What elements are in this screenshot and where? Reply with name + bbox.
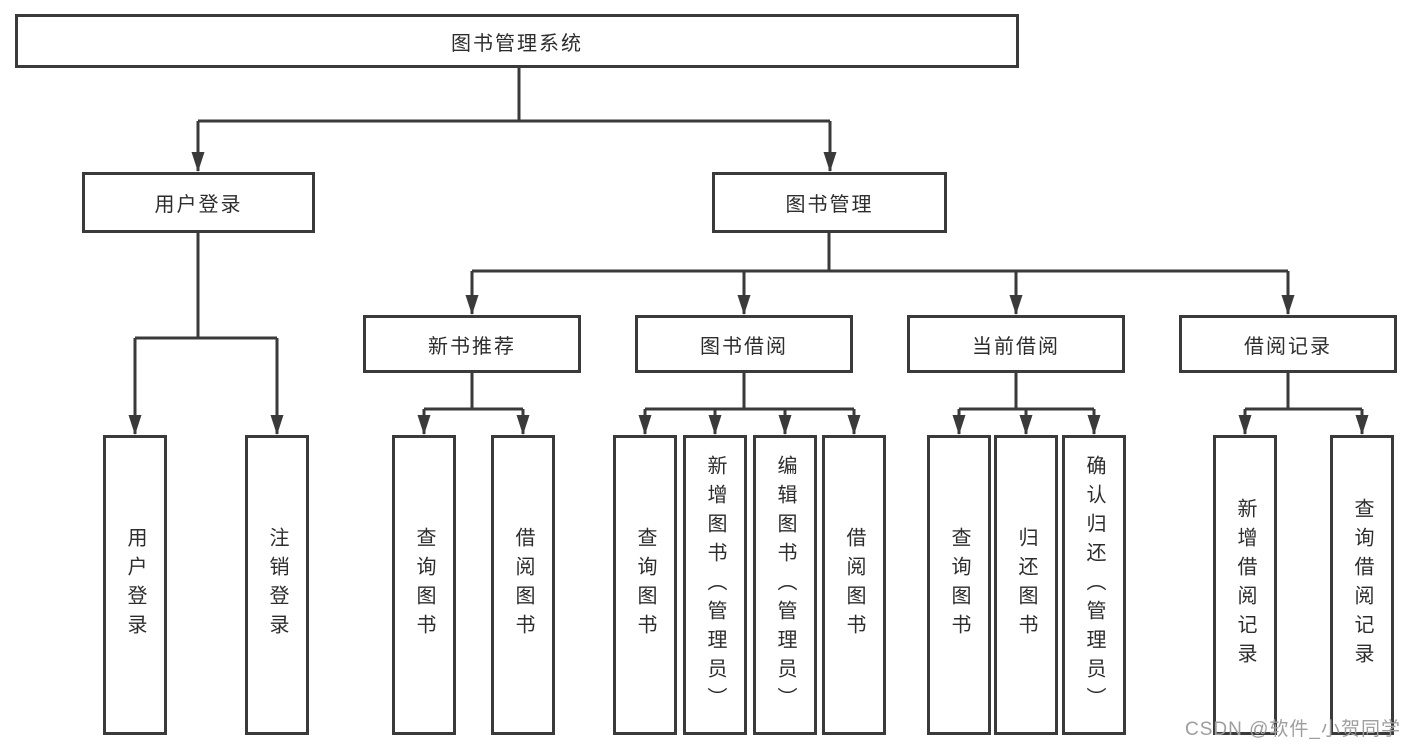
leaf-record-query-record: 查询借阅记录 [1330,435,1394,735]
node-book-borrow: 图书借阅 [635,315,853,373]
leaf-label: 新增借阅记录 [1234,498,1256,672]
leaf-label: 用户登录 [124,527,146,643]
leaf-record-add-record: 新增借阅记录 [1213,435,1277,735]
node-borrow-record: 借阅记录 [1179,315,1397,373]
node-new-book-recommend: 新书推荐 [363,315,581,373]
leaf-label: 注销登录 [266,527,288,643]
node-user-login: 用户登录 [82,172,315,233]
leaf-label: 编辑图书（管理员） [774,454,796,716]
leaf-label: 查询图书 [948,527,970,643]
leaf-borrow-add-book-admin: 新增图书（管理员） [683,435,747,735]
leaf-current-query-book: 查询图书 [927,435,991,735]
leaf-logout: 注销登录 [245,435,309,735]
leaf-label: 确认归还（管理员） [1083,454,1105,716]
leaf-label: 查询图书 [413,527,435,643]
leaf-borrow-borrow-book: 借阅图书 [822,435,886,735]
node-book-management: 图书管理 [712,172,947,233]
leaf-label: 借阅图书 [843,527,865,643]
leaf-borrow-query-book: 查询图书 [613,435,677,735]
leaf-recommend-borrow-book: 借阅图书 [491,435,555,735]
leaf-current-confirm-return-admin: 确认归还（管理员） [1062,435,1126,735]
csdn-watermark: CSDN @软件_小贺同学 [1185,719,1401,740]
leaf-borrow-edit-book-admin: 编辑图书（管理员） [753,435,817,735]
leaf-label: 查询借阅记录 [1351,498,1373,672]
node-root-system: 图书管理系统 [15,14,1019,68]
leaf-label: 查询图书 [634,527,656,643]
leaf-label: 借阅图书 [512,527,534,643]
leaf-recommend-query-book: 查询图书 [392,435,456,735]
leaf-label: 新增图书（管理员） [704,454,726,716]
node-current-borrow: 当前借阅 [907,315,1125,373]
leaf-user-login: 用户登录 [103,435,167,735]
leaf-label: 归还图书 [1015,527,1037,643]
leaf-current-return-book: 归还图书 [994,435,1058,735]
